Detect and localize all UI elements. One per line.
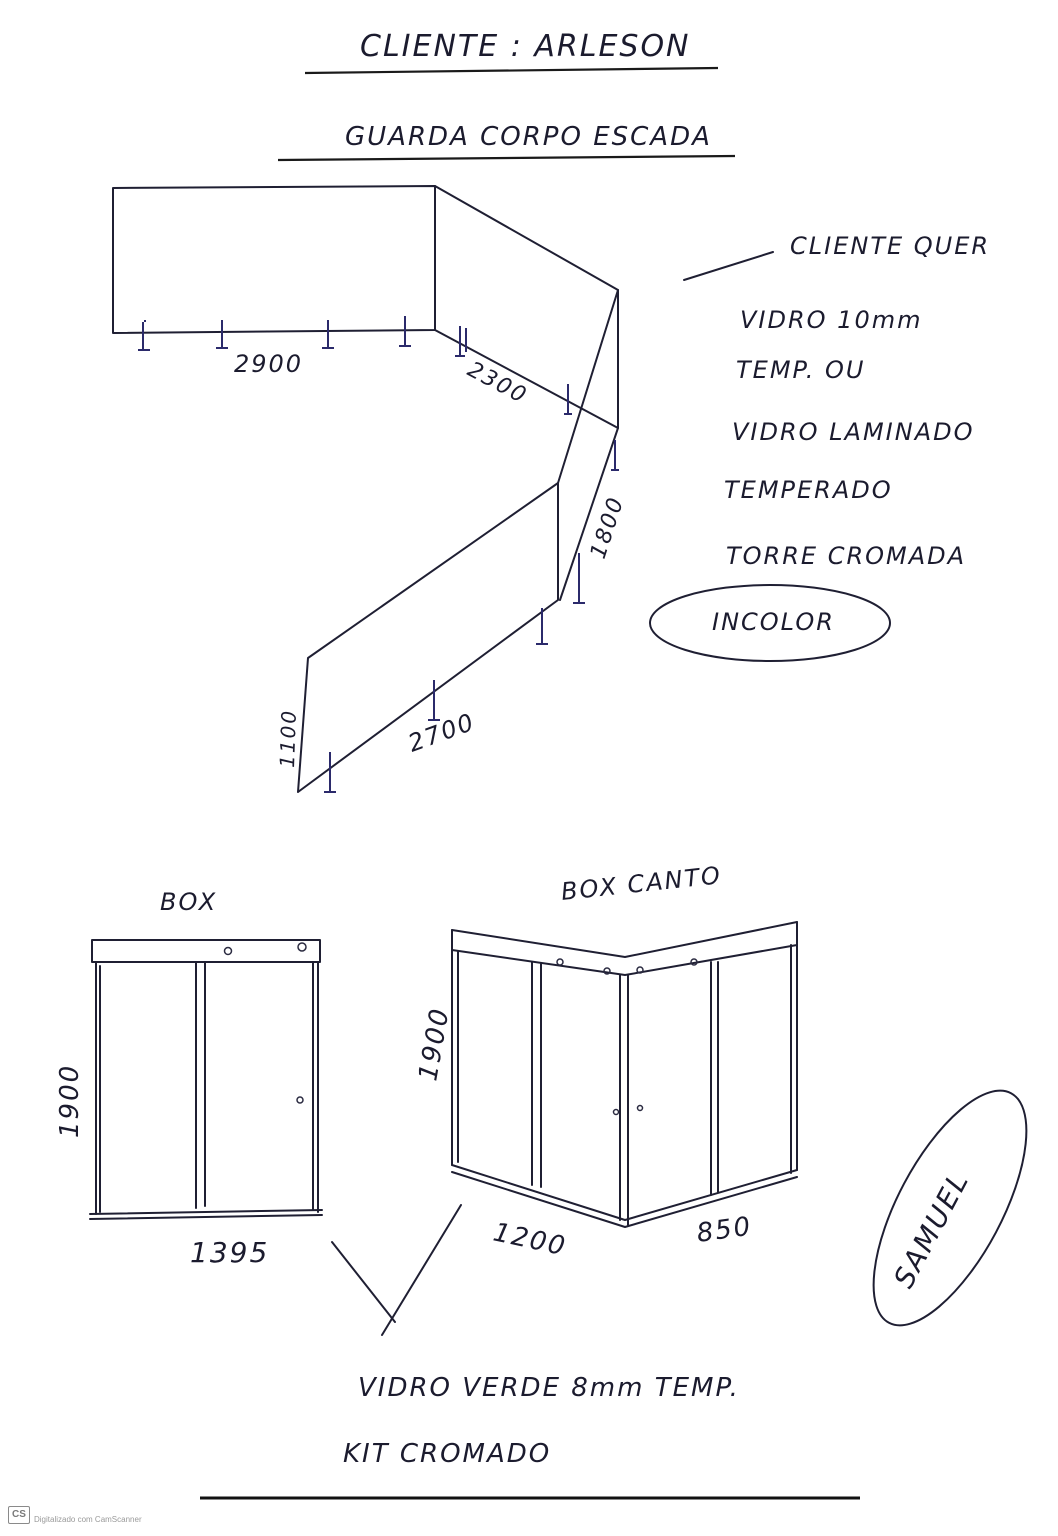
box-label: BOX [160,888,217,916]
dim-height-1100: 1100 [275,708,301,768]
box-canto-top-rail [451,921,798,976]
box-canto-width-right: 850 [695,1211,754,1248]
signature-loop [872,1089,1028,1327]
dim-bottom-2700: 2700 [404,708,478,758]
box-drawing: BOX 1900 1395 [55,888,323,1269]
client-underline [304,66,719,75]
box-height-dim: 1900 [55,1064,85,1138]
box-bottom-rail [89,1209,323,1215]
box-canto-drawing: BOX CANTO 1900 1200 850 [413,861,798,1263]
notes-block: CLIENTE QUER VIDRO 10mm TEMP. OU VIDRO L… [649,232,990,662]
camscanner-logo-icon: CS [8,1506,30,1524]
railing-side-edge [557,289,619,484]
scanner-caption: Digitalizado com CamScanner [34,1515,142,1524]
box-canto-label: BOX CANTO [560,861,724,906]
leader-from-box [331,1241,396,1323]
box-top-rail [91,939,321,963]
railing-lower-panel [297,482,559,793]
note-line-4: VIDRO LAMINADO [732,418,975,446]
box-width-dim: 1395 [190,1236,269,1269]
railing-right-panel [434,185,619,429]
dim-diag-2300: 2300 [463,357,531,409]
note-line-2: VIDRO 10mm [740,306,922,334]
note-line-3: TEMP. OU [736,356,865,384]
note-line-5: TEMPERADO [724,476,893,504]
note-line-1: CLIENTE QUER [790,232,990,260]
box-canto-bottom-rail [451,1164,798,1221]
signature: SAMUEL [872,1089,1028,1327]
client-title: CLIENTE : ARLESON [360,29,691,64]
note-kit-spec: KIT CROMADO [343,1439,551,1469]
leader-from-canto [381,1204,462,1336]
note-glass-spec: VIDRO VERDE 8mm TEMP. [358,1373,740,1403]
incolor-circle [649,584,891,662]
project-title: GUARDA CORPO ESCADA [345,122,712,152]
signature-text: SAMUEL [887,1166,976,1294]
railing-side-edge-2 [559,427,619,601]
note-line-6: TORRE CROMADA [726,542,966,570]
note-leader-line [683,251,774,281]
box-canto-width-left: 1200 [491,1218,570,1263]
note-circled: INCOLOR [712,608,835,636]
railing-sketch: 2900 2300 1800 2700 1100 [112,185,629,793]
project-underline [277,154,736,162]
railing-top-panel [112,185,436,334]
box-canto-height-dim: 1900 [413,1005,455,1083]
spigots [138,316,619,793]
dim-top-2900: 2900 [234,350,303,378]
